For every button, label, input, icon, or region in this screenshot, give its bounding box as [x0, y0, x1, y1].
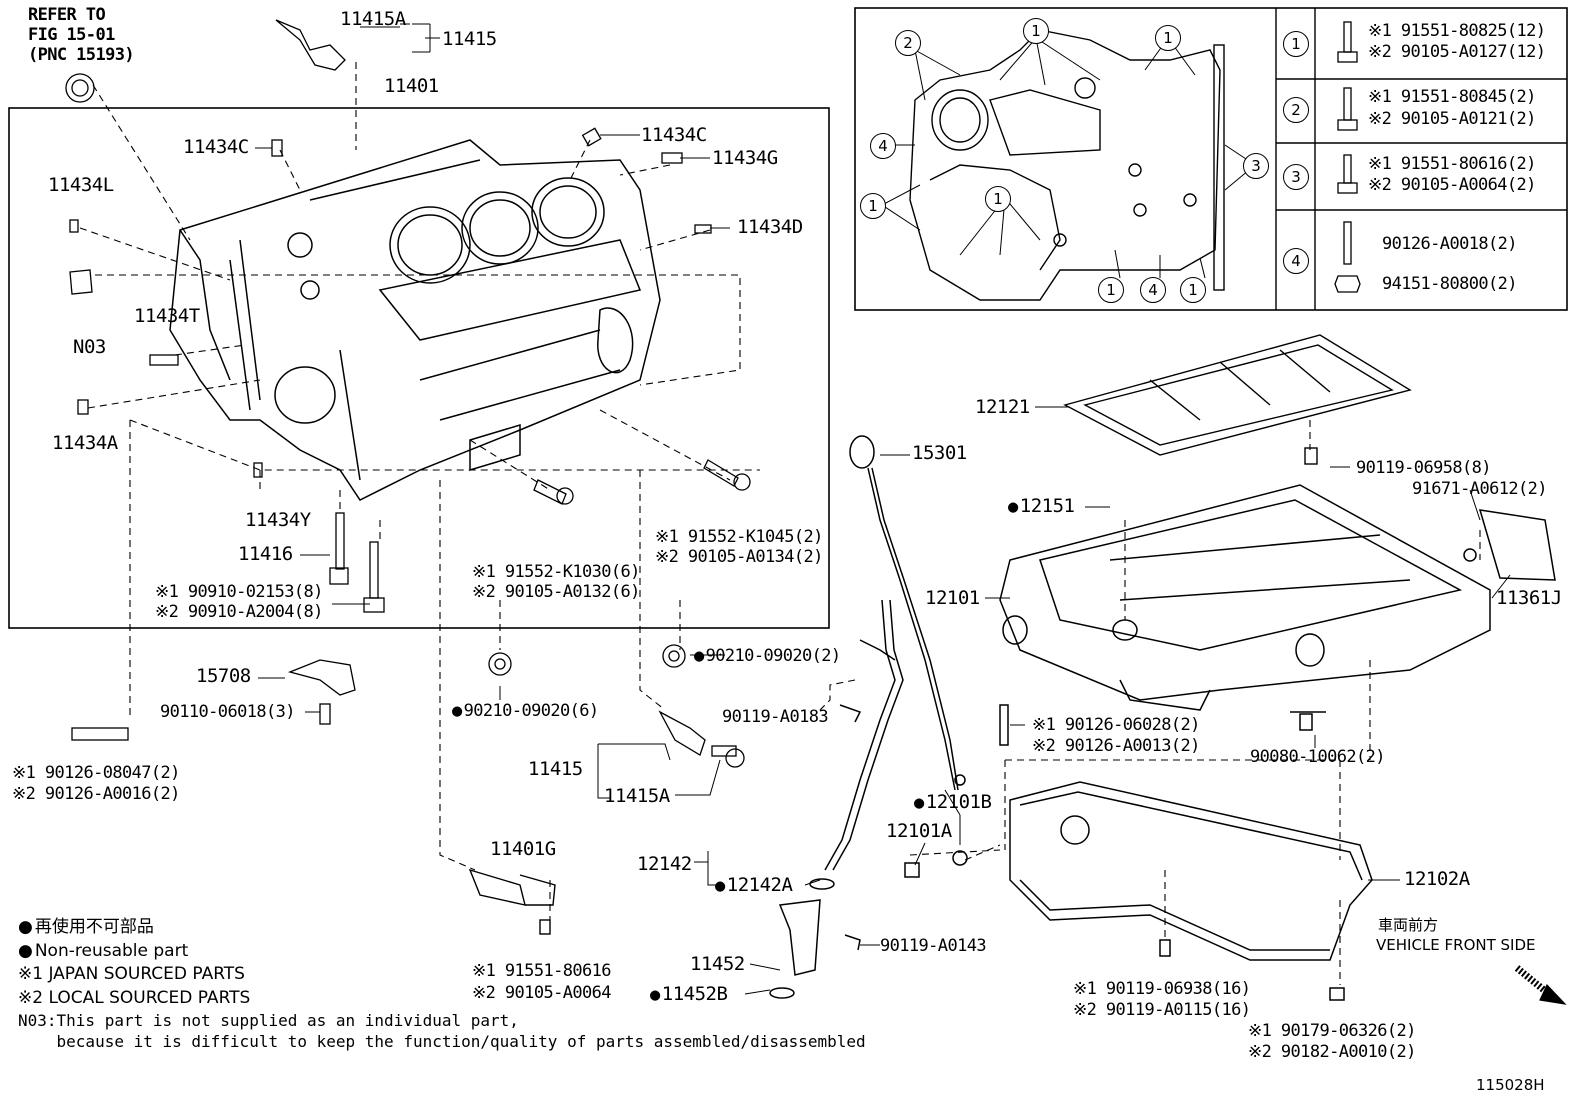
oil-pan-lower-drawing [904, 704, 1373, 1001]
table-row-num: 2 [1283, 97, 1309, 123]
label-90182-A0010[interactable]: ※2 90182-A0010(2) [1248, 1042, 1416, 1062]
label-91671-A0612[interactable]: 91671-A0612(2) [1412, 479, 1547, 499]
table-row-num: 3 [1283, 164, 1309, 190]
note-local-sourced: ※2 LOCAL SOURCED PARTS [18, 987, 251, 1008]
vehicle-front-arrow [1514, 965, 1567, 1005]
table-row-1-line1[interactable]: ※1 91551-80825(12) [1368, 21, 1546, 41]
label-90105-A0134[interactable]: ※2 90105-A0134(2) [655, 547, 823, 567]
note-japan-sourced: ※1 JAPAN SOURCED PARTS [18, 964, 245, 984]
illustration-code: 115028H [1476, 1076, 1545, 1094]
label-12101A[interactable]: 12101A [886, 820, 952, 842]
label-12121[interactable]: 12121 [975, 396, 1030, 418]
label-12102A[interactable]: 12102A [1404, 868, 1470, 890]
label-15301[interactable]: 15301 [912, 442, 967, 464]
label-11415A-top[interactable]: 11415A [340, 8, 406, 30]
label-90119-A0115[interactable]: ※2 90119-A0115(16) [1073, 1000, 1251, 1020]
table-row-3-line1[interactable]: ※1 91551-80616(2) [1368, 154, 1536, 174]
label-90119-A0143[interactable]: 90119-A0143 [880, 936, 987, 956]
cylinder-block-frame [8, 107, 830, 629]
label-11434L[interactable]: 11434L [48, 174, 114, 196]
vehicle-front-en: VEHICLE FRONT SIDE [1376, 936, 1536, 954]
inset-callout[interactable]: 4 [1140, 277, 1166, 303]
label-11401G[interactable]: 11401G [490, 838, 556, 860]
vehicle-front-jp: 車両前方 [1378, 916, 1439, 934]
table-row-num: 1 [1283, 31, 1309, 57]
table-row-4-line1[interactable]: 90126-A0018(2) [1382, 234, 1517, 254]
inset-callout[interactable]: 3 [1243, 153, 1269, 179]
timing-cover-inset-frame [854, 7, 1568, 311]
label-90110-06018[interactable]: 90110-06018(3) [160, 702, 295, 722]
oil-pan-gasket-drawing [1063, 334, 1412, 465]
note-jp: 再使用不可部品 [18, 916, 866, 940]
label-11434Y[interactable]: 11434Y [245, 509, 311, 531]
note-en: Non-reusable part [18, 940, 866, 964]
label-90179-06326[interactable]: ※1 90179-06326(2) [1248, 1021, 1416, 1041]
label-11416[interactable]: 11416 [238, 543, 293, 565]
label-90126-08047[interactable]: ※1 90126-08047(2) [12, 763, 180, 783]
label-90210-09020-2[interactable]: 90210-09020(2) [694, 647, 841, 666]
cylinder-block-drawing [169, 139, 661, 501]
label-90126-A0016[interactable]: ※2 90126-A0016(2) [12, 784, 180, 804]
label-90210-09020-6[interactable]: 90210-09020(6) [452, 702, 599, 721]
timing-cover-drawing [909, 29, 1225, 301]
inset-callout[interactable]: 2 [895, 30, 921, 56]
label-11434T[interactable]: 11434T [134, 305, 200, 327]
label-11415A[interactable]: 11415A [604, 785, 670, 807]
label-12151[interactable]: 12151 [1008, 497, 1075, 516]
note-n03-line1: N03:This part is not supplied as an indi… [18, 1011, 519, 1030]
label-91552-K1045[interactable]: ※1 91552-K1045(2) [655, 527, 823, 547]
table-row-2-line2[interactable]: ※2 90105-A0121(2) [1368, 109, 1536, 129]
label-90910-02153[interactable]: ※1 90910-02153(8) [155, 582, 323, 602]
label-90105-A0064[interactable]: ※2 90105-A0064 [472, 983, 612, 1003]
label-12101[interactable]: 12101 [925, 587, 980, 609]
table-row-1-line2[interactable]: ※2 90105-A0127(12) [1368, 42, 1546, 62]
label-12142[interactable]: 12142 [637, 853, 692, 875]
label-11401[interactable]: 11401 [384, 75, 439, 97]
oil-pan-upper-drawing [999, 484, 1556, 731]
legend-notes: 再使用不可部品 Non-reusable part ※1 JAPAN SOURC… [18, 916, 866, 1052]
label-90119-06938[interactable]: ※1 90119-06938(16) [1073, 979, 1251, 999]
table-row-4-line2[interactable]: 94151-80800(2) [1382, 274, 1517, 294]
label-11415[interactable]: 11415 [528, 758, 583, 780]
table-bolt-drawings [1334, 21, 1361, 293]
refer-line-3: (PNC 15193) [28, 45, 135, 65]
label-11434C-right[interactable]: 11434C [641, 124, 707, 146]
inset-callout[interactable]: 1 [860, 193, 886, 219]
label-91552-K1030[interactable]: ※1 91552-K1030(6) [472, 562, 640, 582]
label-12142A[interactable]: 12142A [715, 876, 793, 895]
label-90126-06028[interactable]: ※1 90126-06028(2) [1032, 715, 1200, 735]
inset-callout[interactable]: 1 [1023, 18, 1049, 44]
refer-line-1: REFER TO [28, 5, 106, 25]
label-11434C-left[interactable]: 11434C [183, 136, 249, 158]
refer-note: REFER TO FIG 15-01 (PNC 15193) [28, 5, 135, 65]
inset-callout[interactable]: 1 [1098, 277, 1124, 303]
inset-callout[interactable]: 1 [1180, 277, 1206, 303]
inset-callout[interactable]: 4 [870, 133, 896, 159]
label-90119-A0183[interactable]: 90119-A0183 [722, 707, 829, 727]
refer-line-2: FIG 15-01 [28, 25, 115, 45]
label-90126-A0013[interactable]: ※2 90126-A0013(2) [1032, 736, 1200, 756]
label-15708[interactable]: 15708 [196, 665, 251, 687]
label-90080-10062[interactable]: 90080-10062(2) [1250, 747, 1385, 767]
label-11415-top[interactable]: 11415 [442, 28, 497, 50]
label-91551-80616[interactable]: ※1 91551-80616 [472, 961, 612, 981]
table-row-2-line1[interactable]: ※1 91551-80845(2) [1368, 87, 1536, 107]
label-11361J[interactable]: 11361J [1496, 587, 1562, 609]
label-90119-06958[interactable]: 90119-06958(8) [1356, 458, 1491, 478]
label-11434D[interactable]: 11434D [737, 216, 803, 238]
label-11434A[interactable]: 11434A [52, 432, 118, 454]
label-11434G[interactable]: 11434G [712, 147, 778, 169]
label-90910-A2004[interactable]: ※2 90910-A2004(8) [155, 602, 323, 622]
label-12101B[interactable]: 12101B [914, 793, 992, 812]
label-N03[interactable]: N03 [73, 336, 106, 358]
table-row-num: 4 [1283, 248, 1309, 274]
inset-callout[interactable]: 1 [1155, 25, 1181, 51]
label-11452B[interactable]: 11452B [650, 985, 728, 1004]
note-n03-line2: because it is difficult to keep the func… [18, 1032, 866, 1051]
table-row-3-line2[interactable]: ※2 90105-A0064(2) [1368, 175, 1536, 195]
label-90105-A0132[interactable]: ※2 90105-A0132(6) [472, 582, 640, 602]
inset-callout[interactable]: 1 [985, 186, 1011, 212]
